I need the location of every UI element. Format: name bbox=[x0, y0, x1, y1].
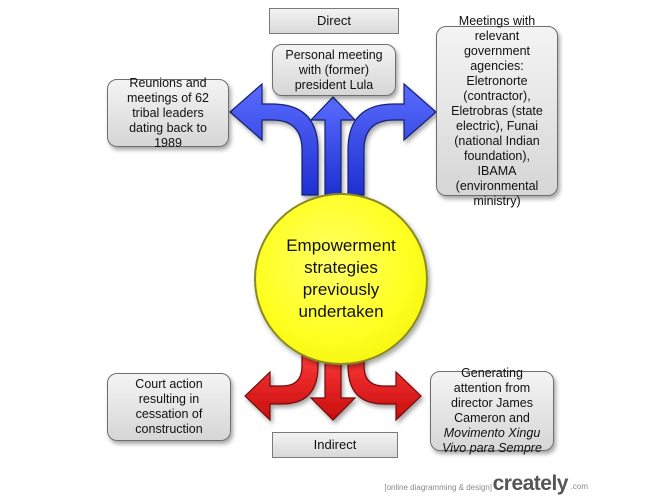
indirect-arrow-left bbox=[244, 351, 319, 422]
direct-label: Direct bbox=[269, 8, 399, 34]
indirect-label: Indirect bbox=[272, 432, 398, 458]
direct-arrow-left bbox=[229, 82, 319, 196]
node-court-action-text: Court action resulting in cessation of c… bbox=[135, 377, 203, 436]
node-attention-italic: Movimento Xingu Vivo para Sempre bbox=[442, 426, 542, 455]
center-text: Empowerment strategies previously undert… bbox=[286, 236, 396, 321]
node-government-meetings-text: Meetings with relevant government agenci… bbox=[451, 13, 543, 208]
node-attention-generation: Generating attention from director James… bbox=[430, 366, 554, 455]
indirect-arrow-right bbox=[347, 351, 422, 422]
node-attention-generation-text: Generating attention from director James… bbox=[437, 366, 547, 456]
footer-tagline: [online diagramming & design] bbox=[384, 483, 492, 492]
creately-tld: .com bbox=[570, 482, 588, 491]
direct-arrow-right bbox=[347, 82, 437, 196]
indirect-arrows bbox=[244, 351, 422, 422]
node-tribal-reunions-text: Reunions and meetings of 62 tribal leade… bbox=[127, 75, 209, 150]
node-tribal-reunions: Reunions and meetings of 62 tribal leade… bbox=[107, 76, 229, 150]
center-circle: Empowerment strategies previously undert… bbox=[254, 193, 428, 365]
node-government-meetings: Meetings with relevant government agenci… bbox=[436, 14, 558, 208]
direct-arrows bbox=[229, 82, 437, 196]
creately-logo: creately bbox=[492, 472, 569, 495]
node-personal-meeting-text: Personal meeting with (former) president… bbox=[285, 47, 383, 92]
node-attention-plain: Generating attention from director James… bbox=[451, 366, 533, 425]
node-court-action: Court action resulting in cessation of c… bbox=[107, 373, 231, 441]
node-personal-meeting: Personal meeting with (former) president… bbox=[272, 44, 396, 96]
direct-arrow-up bbox=[309, 96, 357, 196]
